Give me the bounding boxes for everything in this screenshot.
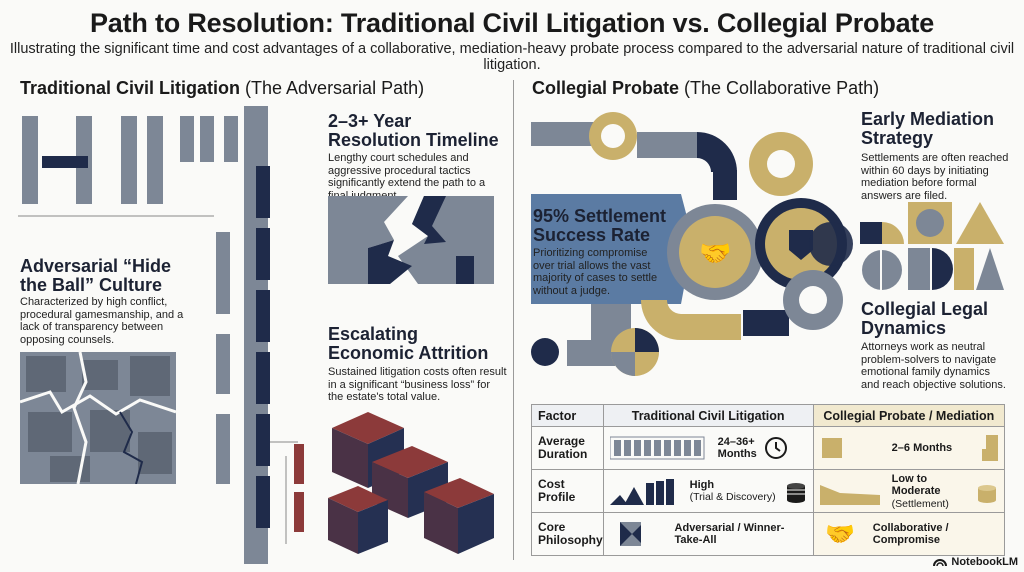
collegial-cost-sub: (Settlement) xyxy=(891,497,949,510)
svg-text:🤝: 🤝 xyxy=(699,239,731,269)
table-header-collegial: Collegial Probate / Mediation xyxy=(812,404,1006,427)
row-factor: Core Philosophy xyxy=(531,512,604,556)
geometric-shapes-illustration xyxy=(860,202,1004,290)
mediation-text: Settlements are often reached within 60 … xyxy=(861,152,1009,202)
row-factor: Cost Profile xyxy=(531,469,604,513)
settlement-text: Prioritizing compromise over trial allow… xyxy=(533,247,658,297)
litigation-philosophy-value: Adversarial / Winner-Take-All xyxy=(674,521,785,547)
hourglass-conflict-icon xyxy=(619,522,641,546)
timeline-title: 2–3+ Year Resolution Timeline xyxy=(328,111,499,150)
mediation-title: Early Mediation Strategy xyxy=(861,109,995,148)
clock-icon xyxy=(764,437,787,459)
table-header-factor: Factor xyxy=(531,404,604,427)
table-header-litigation: Traditional Civil Litigation xyxy=(602,404,814,427)
brand-footer: NotebookLM xyxy=(933,556,1018,568)
table-row: Core Philosophy Adversarial / Winner-Tak… xyxy=(531,512,1006,556)
row-collegial-cell: Low to Moderate (Settlement) xyxy=(812,469,1006,513)
left-section-heading: Traditional Civil Litigation (The Advers… xyxy=(20,78,424,99)
cost-low-chart-icon xyxy=(819,485,880,505)
duration-gold-block-icon xyxy=(821,438,842,458)
row-litigation-cell: 24–36+ Months xyxy=(602,426,814,470)
handshake-icon: 🤝 xyxy=(825,520,856,548)
section-divider xyxy=(513,80,514,560)
collegial-cost-text: Low to Moderate (Settlement) xyxy=(892,473,976,510)
row-litigation-cell: Adversarial / Winner-Take-All xyxy=(602,512,814,556)
collegial-cost-main: Low to Moderate xyxy=(891,472,941,498)
litigation-duration-value: 24–36+ Months xyxy=(717,435,757,461)
right-heading-bold: Collegial Probate xyxy=(532,78,680,98)
coin-stack-icon xyxy=(786,483,805,503)
gold-coin-stack-icon xyxy=(978,485,996,503)
dynamics-title: Collegial Legal Dynamics xyxy=(861,299,989,338)
attrition-title: Escalating Economic Attrition xyxy=(328,324,489,363)
comparison-table: Factor Traditional Civil Litigation Coll… xyxy=(531,404,1006,556)
broken-path-illustration xyxy=(328,196,494,284)
settlement-title: 95% Settlement Success Rate xyxy=(533,206,667,245)
attrition-text: Sustained litigation costs often result … xyxy=(328,366,507,403)
timeline-text: Lengthy court schedules and aggressive p… xyxy=(328,152,486,202)
collegial-duration-value: 2–6 Months xyxy=(891,441,953,454)
culture-title: Adversarial “Hide the Ball” Culture xyxy=(20,256,172,295)
right-heading-rest: (The Collaborative Path) xyxy=(679,78,880,98)
duration-bars-icon xyxy=(609,436,705,460)
row-litigation-cell: High (Trial & Discovery) xyxy=(602,469,814,513)
falling-blocks-illustration xyxy=(328,412,494,554)
left-heading-rest: (The Adversarial Path) xyxy=(240,78,425,98)
left-heading-bold: Traditional Civil Litigation xyxy=(20,78,241,98)
brand-name: NotebookLM xyxy=(951,556,1018,568)
table-row: Cost Profile High (Trial & Discovery) xyxy=(531,469,1006,513)
collegial-philosophy-value: Collaborative / Compromise xyxy=(872,521,949,547)
litigation-cost-sub: (Trial & Discovery) xyxy=(689,491,776,504)
table-header-row: Factor Traditional Civil Litigation Coll… xyxy=(531,404,1006,427)
culture-text: Characterized by high conflict, procedur… xyxy=(20,296,184,346)
litigation-cost-main: High xyxy=(689,478,715,491)
page-subtitle: Illustrating the significant time and co… xyxy=(9,41,1015,73)
row-collegial-cell: 2–6 Months xyxy=(812,426,1006,470)
table-row: Average Duration 24–36+ Months 2–6 Month… xyxy=(531,426,1006,470)
litigation-cost-text: High (Trial & Discovery) xyxy=(690,479,785,504)
dynamics-text: Attorneys work as neutral problem-solver… xyxy=(861,341,1006,391)
row-factor: Average Duration xyxy=(531,426,604,470)
duration-gold-corner-icon xyxy=(982,435,998,461)
right-section-heading: Collegial Probate (The Collaborative Pat… xyxy=(532,78,879,99)
collaborative-path-illustration: 🤝 xyxy=(531,112,853,376)
notebooklm-logo-icon xyxy=(933,559,948,567)
row-collegial-cell: 🤝 Collaborative / Compromise xyxy=(812,512,1006,556)
puzzle-illustration xyxy=(20,352,176,484)
cost-high-chart-icon xyxy=(609,479,674,505)
litigation-path-illustration xyxy=(18,106,304,564)
page-title: Path to Resolution: Traditional Civil Li… xyxy=(89,8,935,38)
